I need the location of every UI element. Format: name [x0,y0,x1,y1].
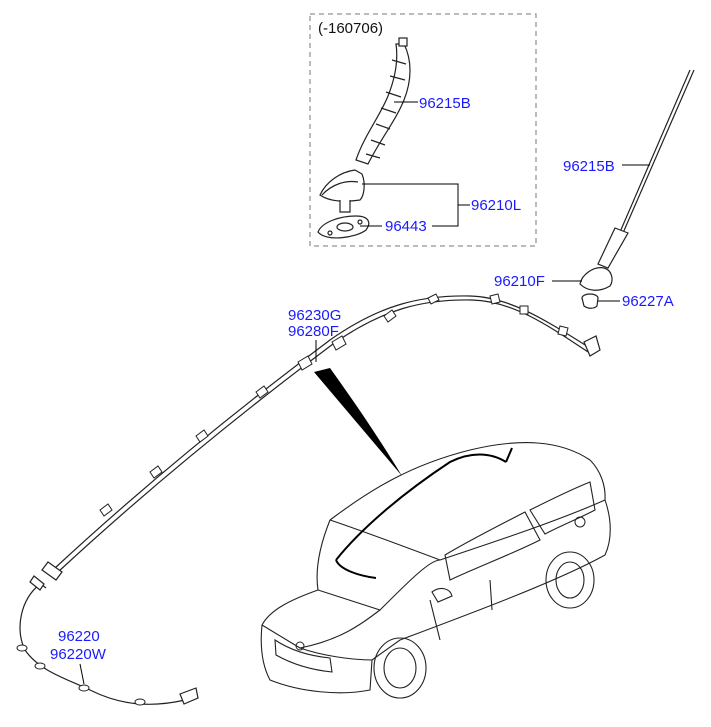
inset-box: (-160706) [309,13,537,247]
car-badge [295,641,305,651]
car-fuel-cap [574,516,586,528]
car-illustration [260,442,611,699]
plug-drawing [581,293,599,309]
inset-gasket-drawing [317,215,370,239]
part-label-96215B-short[interactable]: 96215B [419,95,471,112]
base-cover-drawing [579,267,613,291]
part-label-96210F[interactable]: 96210F [494,273,545,290]
part-label-96280F[interactable]: 96280F [288,323,339,340]
long-mast-drawing [597,69,695,269]
location-pointer [314,368,402,476]
part-label-96443[interactable]: 96443 [385,218,427,235]
part-label-96215B-long[interactable]: 96215B [563,158,615,175]
car-roof-cable [335,447,513,579]
lower-cable-clips [16,644,146,706]
part-label-96227A[interactable]: 96227A [622,293,674,310]
inset-date-note: (-160706) [318,20,383,37]
inset-leader-lines [360,101,470,227]
leader-96220 [79,663,85,685]
part-label-96210L[interactable]: 96210L [471,197,521,214]
part-label-96220W[interactable]: 96220W [50,646,107,663]
roof-feeder-cable [41,295,601,581]
part-label-96230G[interactable]: 96230G [288,307,341,324]
inset-antenna-base-drawing [319,169,365,213]
feeder-clips [99,293,569,517]
short-mast-drawing [355,37,411,165]
lower-cable [19,575,199,705]
part-label-96220[interactable]: 96220 [58,628,100,645]
